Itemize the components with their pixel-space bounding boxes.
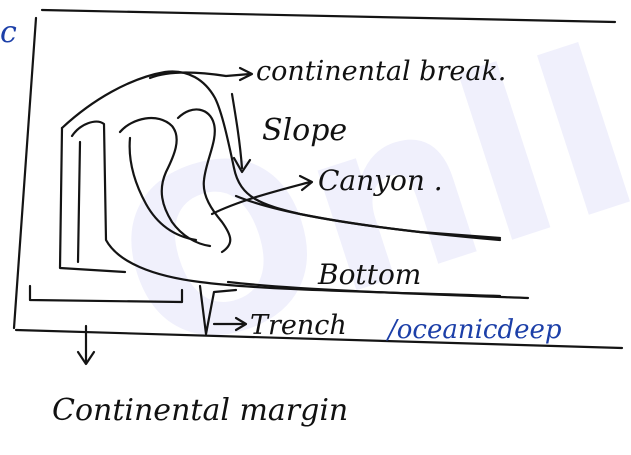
label-canyon: Canyon .	[318, 164, 443, 197]
label-slope: Slope	[262, 113, 347, 148]
break-arrow-line	[150, 73, 250, 79]
label-trench: Trench	[250, 310, 347, 341]
panel-letter: c	[0, 15, 17, 50]
label-oceanic-deep: /oceanicdeep	[385, 315, 562, 345]
label-continental-margin: Continental margin	[52, 393, 348, 428]
frame-left-line	[14, 18, 36, 328]
label-continental-break: continental break.	[256, 56, 506, 87]
block-front-edge	[78, 142, 80, 262]
label-bottom: Bottom	[317, 258, 421, 291]
